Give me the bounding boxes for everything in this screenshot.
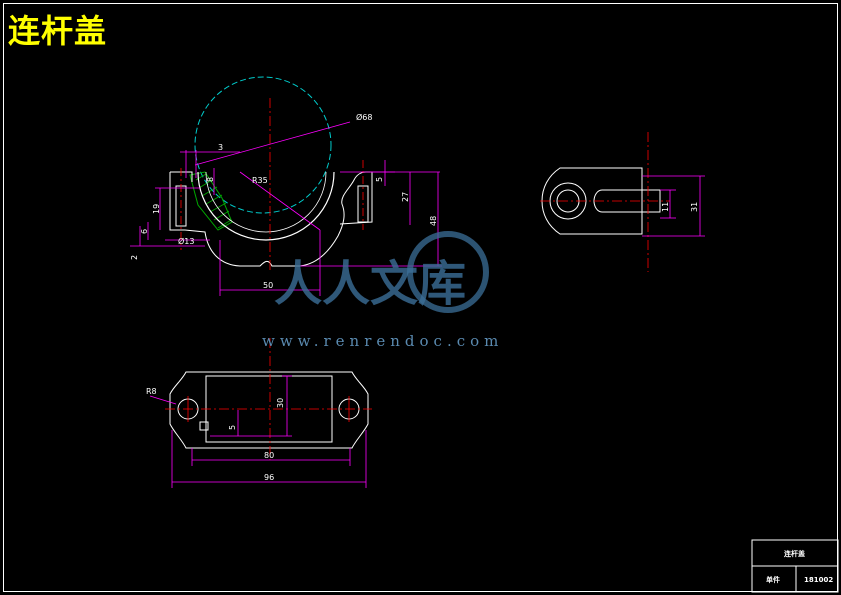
dim-27: 27 <box>401 192 410 202</box>
dim-50: 50 <box>263 281 273 290</box>
top-oil-hole <box>199 421 209 431</box>
title-block-number: 181002 <box>804 576 833 584</box>
title-block <box>751 539 839 593</box>
dim-96: 96 <box>264 473 274 482</box>
phantom-circle <box>194 76 332 214</box>
front-view: Ø68 3 R35 8 19 6 2 Ø13 5 27 48 50 <box>130 76 442 296</box>
front-outline <box>169 171 373 267</box>
side-slot <box>593 189 661 213</box>
top-outline <box>169 371 369 449</box>
dim-11: 11 <box>661 202 670 212</box>
bore-arc-inner <box>205 171 327 233</box>
watermark: 人人文库 www.renrendoc.com <box>262 231 503 350</box>
dim-5-top: 5 <box>375 177 384 182</box>
dim-31: 31 <box>690 202 699 212</box>
drawing-title: 连杆盖 <box>8 12 108 50</box>
dim-r35: R35 <box>252 176 268 185</box>
dim-5-bottom: 5 <box>228 425 237 430</box>
dim-d68: Ø68 <box>356 112 372 122</box>
bore-arc <box>197 171 335 241</box>
front-dim-lines <box>130 121 442 296</box>
drawing-frame <box>3 3 838 592</box>
watermark-ring <box>407 231 489 313</box>
dim-6: 6 <box>140 229 149 234</box>
side-dim-lines <box>642 175 705 237</box>
top-view: R8 30 5 80 96 <box>146 338 372 488</box>
watermark-chars: 人人文库 <box>274 256 466 312</box>
side-outline <box>541 167 643 235</box>
title-block-name: 连杆盖 <box>784 549 805 558</box>
dim-3: 3 <box>218 143 223 152</box>
top-dim-lines <box>149 375 367 488</box>
bolt-hole-right <box>357 185 369 223</box>
side-view: 11 31 <box>540 132 705 272</box>
dim-8: 8 <box>206 177 215 182</box>
dim-2: 2 <box>130 255 139 260</box>
dim-r8: R8 <box>146 387 157 396</box>
title-block-label: 单件 <box>766 575 780 584</box>
watermark-url: www.renrendoc.com <box>262 332 503 350</box>
dim-80: 80 <box>264 451 274 460</box>
dim-48: 48 <box>429 216 438 226</box>
dim-30: 30 <box>276 398 285 408</box>
dim-d13: Ø13 <box>178 236 194 246</box>
dim-19: 19 <box>152 204 161 214</box>
